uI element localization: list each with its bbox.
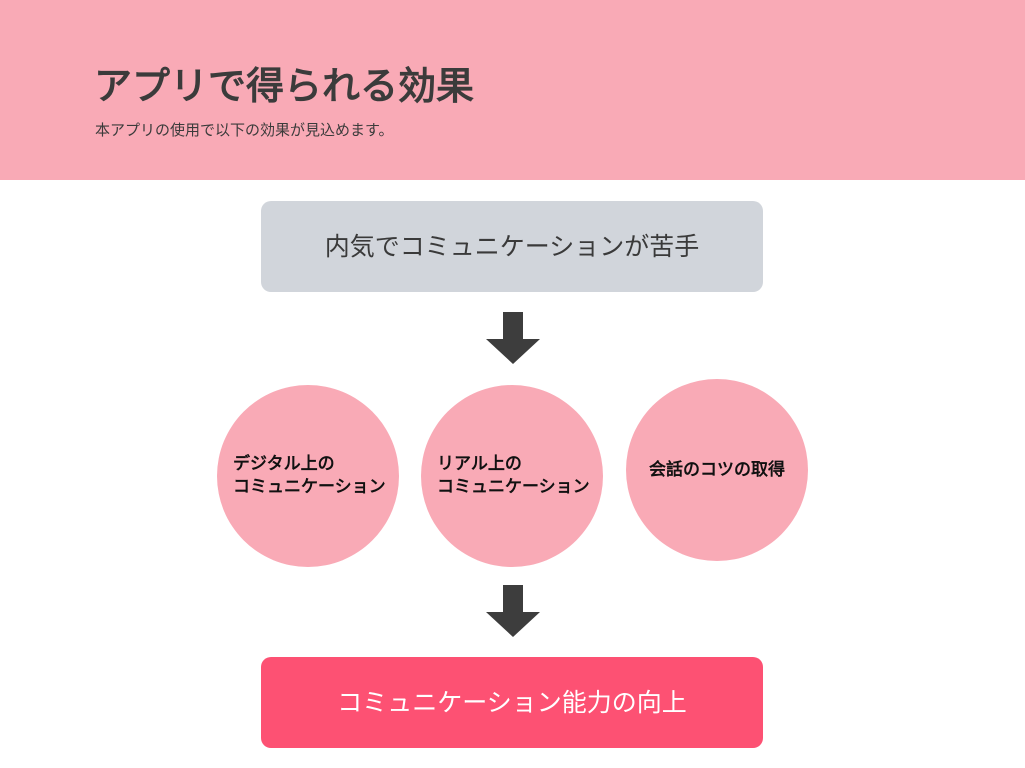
problem-label: 内気でコミュニケーションが苦手 (324, 231, 700, 261)
page-title: アプリで得られる効果 (94, 64, 475, 108)
effect-circle-digital-line2: コミュニケーション (233, 477, 386, 497)
page-subtitle: 本アプリの使用で以下の効果が見込めます。 (95, 121, 394, 139)
effect-circle-real: リアル上の コミュニケーション (421, 385, 603, 567)
down-arrow-icon (486, 585, 540, 637)
effect-circle-digital-line1: デジタル上の (233, 454, 335, 474)
effect-circle-real-line1: リアル上の (437, 454, 522, 474)
effect-circle-digital: デジタル上の コミュニケーション (217, 385, 399, 567)
down-arrow-icon (486, 312, 540, 364)
effect-circle-conversation-label: 会話のコツの取得 (649, 459, 785, 480)
result-box: コミュニケーション能力の向上 (261, 657, 763, 748)
result-label: コミュニケーション能力の向上 (337, 687, 687, 717)
header-banner: アプリで得られる効果 本アプリの使用で以下の効果が見込めます。 (0, 0, 1025, 180)
problem-box: 内気でコミュニケーションが苦手 (261, 201, 763, 292)
effect-circle-conversation: 会話のコツの取得 (626, 379, 808, 561)
effect-circle-real-line2: コミュニケーション (437, 477, 590, 497)
